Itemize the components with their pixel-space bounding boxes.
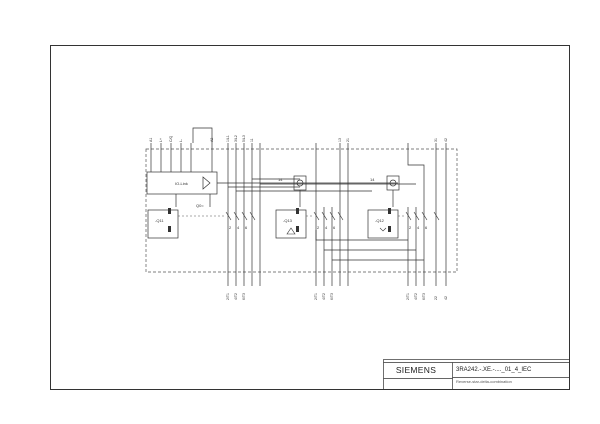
contactor-q12-label: -Q12 [375, 218, 385, 223]
terminal-bot-1: 2/T1 [226, 293, 230, 300]
terminal-bot-4: 2/T1 [314, 293, 318, 300]
terminal-top-a1: A1 [149, 138, 153, 142]
terminal-bot-2: 4/T2 [234, 293, 238, 300]
title-block [383, 359, 570, 390]
contactor-q13 [275, 209, 307, 239]
contactor-q12 [367, 209, 399, 239]
pin-q12-2: 2 [409, 225, 412, 230]
terminal-top-11: 11 [250, 138, 254, 142]
wire-label-14-a: 14 [278, 177, 283, 182]
terminal-top-21: 21 [346, 138, 350, 142]
terminal-bot-22: 22 [434, 296, 438, 300]
terminal-top-l3: 5/L3 [242, 135, 246, 142]
contactor-q13-label: -Q13 [283, 218, 293, 223]
terminal-bot-5: 4/T2 [322, 293, 326, 300]
pin-q12-4: 4 [417, 225, 420, 230]
contactor-q11-label: -Q11 [155, 218, 164, 223]
terminal-labels-top: A1 L+ C/Q L- A2 1/L1 3/L2 5/L3 11 13 21 … [149, 135, 448, 142]
delta-symbol [286, 227, 296, 235]
sheet-border [50, 45, 570, 390]
pin-q11-2: 2 [229, 225, 232, 230]
terminal-top-31: 31 [434, 138, 438, 142]
pin-q13-6: 6 [333, 225, 336, 230]
pin-q12-6: 6 [425, 225, 428, 230]
terminal-bot-8: 4/T2 [414, 293, 418, 300]
wire-label-14-b: 14 [370, 177, 375, 182]
terminal-top-a2: A2 [210, 138, 214, 142]
terminal-top-lminus: L- [179, 138, 183, 142]
contactors [147, 209, 399, 239]
module-arrow [202, 176, 211, 190]
terminal-top-cq: C/Q [169, 136, 173, 143]
title-block-description: Reverse-star-delta-combination [456, 379, 512, 384]
pin-q11-4: 4 [237, 225, 240, 230]
terminal-top-42: 42 [444, 138, 448, 142]
module-label: IO-Link [175, 181, 188, 186]
pin-q13-4: 4 [325, 225, 328, 230]
terminal-bot-3: 6/T3 [242, 293, 246, 300]
contactor-q11 [147, 209, 179, 239]
title-block-manufacturer: SIEMENS [395, 365, 437, 375]
contacts [225, 211, 440, 221]
terminal-bot-6: 6/T3 [330, 293, 334, 300]
coil-markers [168, 208, 391, 232]
module-aux-label: Q0= [196, 203, 204, 208]
star-symbol [379, 227, 387, 232]
pin-q13-2: 2 [317, 225, 320, 230]
terminal-top-13: 13 [338, 138, 342, 142]
terminal-top-l2: 3/L2 [234, 135, 238, 142]
terminal-top-lplus: L+ [159, 138, 163, 142]
terminal-labels-bottom: 2/T1 4/T2 6/T3 2/T1 4/T2 6/T3 2/T1 4/T2 … [226, 293, 448, 300]
terminal-top-l1: 1/L1 [226, 135, 230, 142]
terminal-bot-9: 6/T3 [422, 293, 426, 300]
pin-q11-6: 6 [245, 225, 248, 230]
terminal-bot-42: 42 [444, 296, 448, 300]
terminal-bot-7: 2/T1 [406, 293, 410, 300]
device-enclosure [145, 148, 458, 273]
title-block-drawing-code: 3RA242.-.XE.-...._01_4_IEC [456, 367, 532, 373]
wires [146, 127, 447, 286]
